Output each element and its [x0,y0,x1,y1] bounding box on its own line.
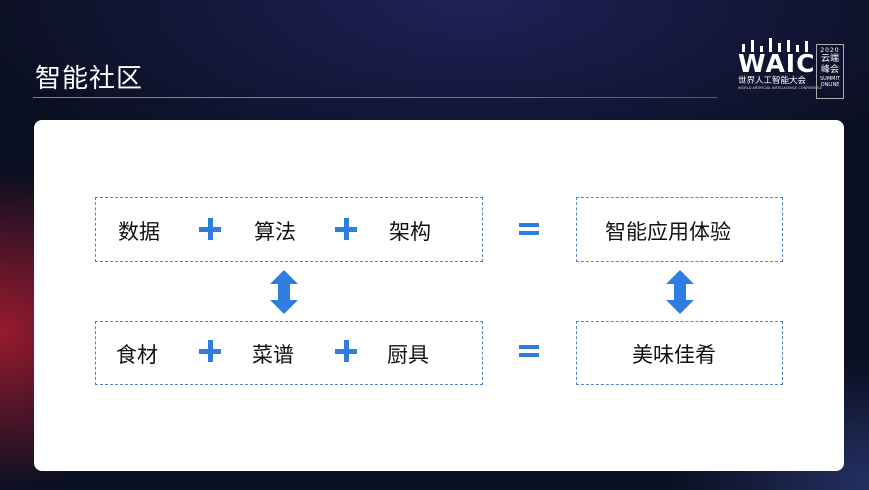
summit-badge: 2020 云端 峰会 SUMMIT ONLINE [816,44,844,99]
equals-icon [519,223,539,235]
term: 菜谱 [252,343,294,367]
result: 智能应用体验 [605,220,731,244]
term: 食材 [116,343,158,367]
double-arrow-icon [270,270,298,314]
badge-year: 2020 [820,47,840,54]
result-box-2 [576,321,783,385]
term: 架构 [389,220,431,244]
result-box-1 [576,197,783,262]
result: 美味佳肴 [632,343,716,367]
badge-cn2: 峰会 [820,65,839,75]
inputs-box-1 [95,197,483,262]
badge-cn1: 云端 [820,54,839,64]
plus-icon [335,218,357,240]
term: 厨具 [387,343,429,367]
badge-en1: SUMMIT [820,76,840,82]
double-arrow-icon [666,270,694,314]
plus-icon [199,340,221,362]
inputs-box-2 [95,321,483,385]
page-title: 智能社区 [35,64,144,94]
title-divider [33,97,718,98]
content-card: 数据 算法 架构 智能应用体验 食材 菜谱 厨具 美味佳肴 [34,120,844,471]
logo-en: WORLD ARTIFICIAL INTELLIGENCE CONFERENCE [738,86,823,90]
logo-mark: WAIC [738,49,816,78]
term: 算法 [254,220,296,244]
logo-cn: 世界人工智能大会 [738,76,807,86]
waic-logo: WAIC 世界人工智能大会 WORLD ARTIFICIAL INTELLIGE… [738,38,822,91]
logo-bars-icon [742,38,822,52]
equals-icon [519,345,539,357]
badge-en2: ONLINE [820,82,840,88]
term: 数据 [118,220,160,244]
plus-icon [335,340,357,362]
plus-icon [199,218,221,240]
